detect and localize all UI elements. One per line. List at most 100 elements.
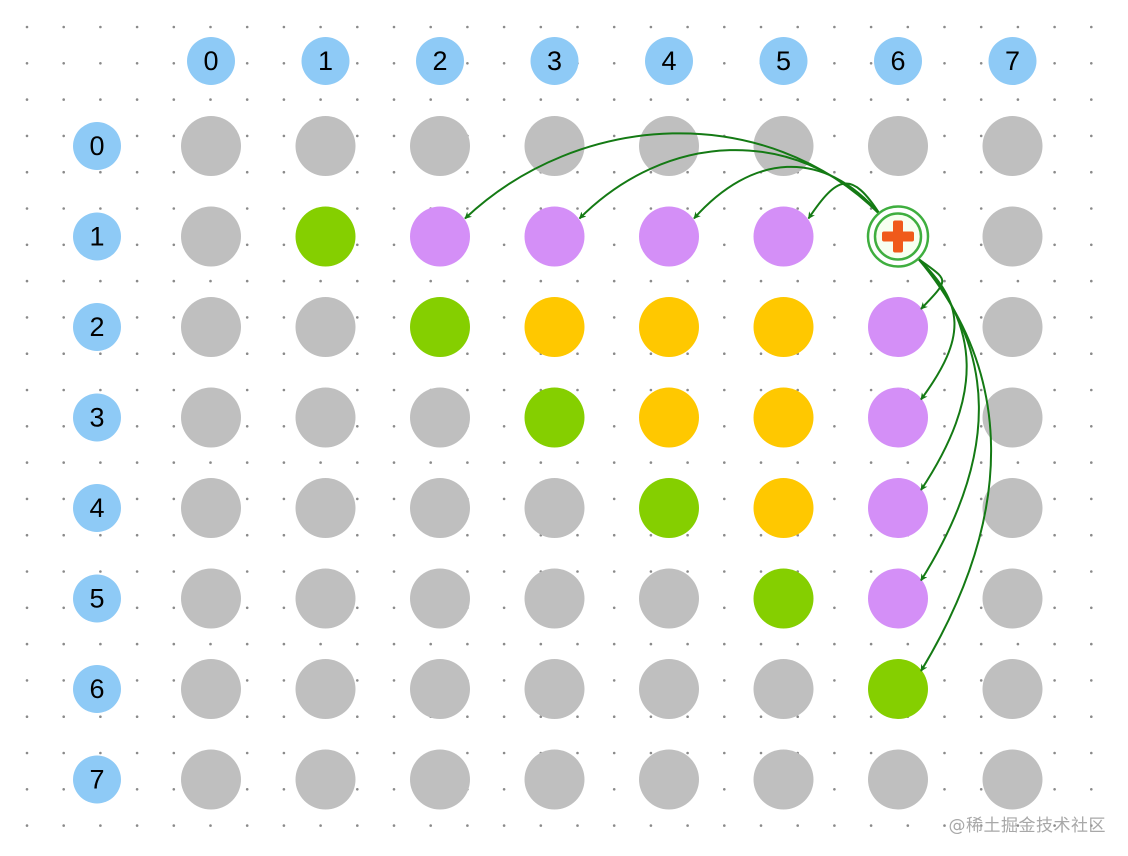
grid-dot <box>943 25 946 29</box>
grid-dot <box>502 98 506 101</box>
grid-dot <box>723 425 726 428</box>
grid-dot <box>539 461 543 464</box>
grid-dot <box>906 98 910 101</box>
grid-dot <box>1090 497 1093 501</box>
grid-dot <box>282 461 286 464</box>
row-label: 0 <box>73 122 121 170</box>
grid-dot <box>392 425 396 428</box>
grid-dot <box>356 606 359 610</box>
grid-dot <box>576 533 579 537</box>
grid-dot <box>356 243 359 247</box>
grid-dot <box>906 25 910 29</box>
origin-marker <box>866 205 930 268</box>
grid-dot <box>245 570 249 573</box>
grid-dot <box>356 170 359 174</box>
grid-dot <box>576 170 579 174</box>
grid-dot <box>759 461 763 464</box>
cell-empty <box>982 206 1043 267</box>
grid-dot <box>466 533 469 537</box>
grid-dot <box>25 316 29 319</box>
grid-dot <box>869 62 873 65</box>
cell-empty <box>181 297 241 357</box>
grid-dot <box>319 98 322 101</box>
cell-empty <box>524 749 585 810</box>
grid-dot <box>502 352 506 356</box>
grid-dot <box>245 316 249 319</box>
grid-dot <box>943 461 946 464</box>
grid-dot <box>356 824 359 827</box>
grid-dot <box>1016 279 1020 283</box>
grid-dot <box>1090 170 1093 174</box>
grid-dot <box>723 98 726 101</box>
grid-dot <box>723 243 726 247</box>
cell-green <box>524 387 585 448</box>
grid-dot <box>466 170 469 174</box>
grid-dot <box>539 824 543 827</box>
cell-empty <box>524 568 585 629</box>
cell-empty <box>295 116 356 176</box>
grid-dot <box>245 62 249 65</box>
grid-dot <box>723 62 726 65</box>
grid-dot <box>576 388 579 392</box>
grid-dot <box>612 352 616 356</box>
grid-dot <box>833 751 836 755</box>
grid-dot <box>612 642 616 646</box>
cell-empty <box>181 116 241 176</box>
grid-dot <box>282 642 286 646</box>
grid-dot <box>723 25 726 29</box>
grid-dot <box>245 642 249 646</box>
grid-dot <box>172 243 176 247</box>
grid-dot <box>943 98 946 101</box>
grid-dot <box>502 170 506 174</box>
grid-dot <box>135 533 139 537</box>
grid-dot <box>833 62 836 65</box>
grid-dot <box>869 170 873 174</box>
grid-dot <box>319 461 322 464</box>
grid-dot <box>392 751 396 755</box>
grid-dot <box>723 570 726 573</box>
grid-dot <box>1090 606 1093 610</box>
row-label-text: 2 <box>89 312 104 342</box>
grid-dot <box>612 388 616 392</box>
grid-dot <box>686 824 689 827</box>
grid-dot <box>62 788 65 791</box>
grid-dot <box>172 134 176 138</box>
grid-dot <box>612 679 616 682</box>
grid-dot <box>649 570 653 573</box>
grid-dot <box>135 316 139 319</box>
grid-dot <box>245 425 249 428</box>
grid-dot <box>466 642 469 646</box>
grid-dot <box>1053 279 1056 283</box>
grid-dot <box>906 824 910 827</box>
cell-yellow <box>639 387 699 448</box>
column-label: 6 <box>874 37 922 85</box>
grid-dot <box>1090 279 1093 283</box>
grid-dot <box>686 25 689 29</box>
grid-dot <box>796 279 799 283</box>
cell-yellow <box>753 297 814 357</box>
grid-dot <box>392 824 396 827</box>
grid-dot <box>1053 533 1056 537</box>
row-label-badge <box>73 484 121 532</box>
grid-dot <box>319 279 322 283</box>
grid-dot <box>833 352 836 356</box>
grid-dot <box>612 25 616 29</box>
grid-dot <box>686 207 689 210</box>
grid-dot <box>943 243 946 247</box>
grid-dot <box>576 642 579 646</box>
cell-empty <box>181 206 241 267</box>
grid-dot <box>466 824 469 827</box>
grid-dot <box>833 425 836 428</box>
grid-dot <box>356 134 359 138</box>
grid-dot <box>943 425 946 428</box>
grid-dot <box>943 134 946 138</box>
grid-dot <box>649 461 653 464</box>
grid-dot <box>392 461 396 464</box>
cell-yellow <box>524 297 585 357</box>
grid-dot <box>25 606 29 610</box>
cell-green <box>639 478 699 538</box>
grid-dot <box>833 207 836 210</box>
grid-dot <box>502 62 506 65</box>
grid-dot <box>539 642 543 646</box>
